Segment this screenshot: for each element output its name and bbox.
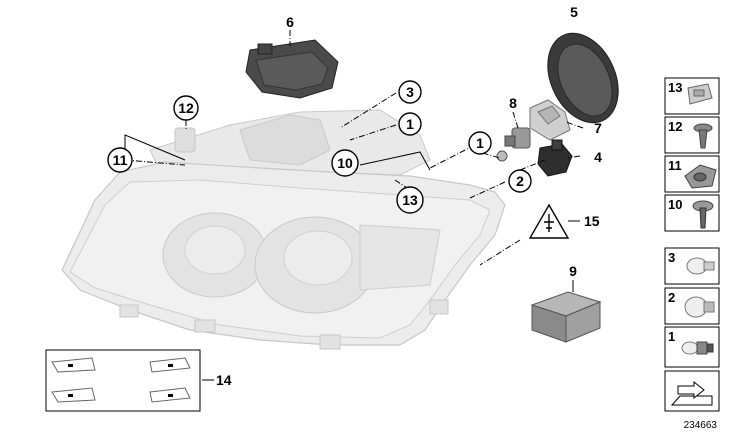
callout-15: 15 xyxy=(584,213,600,229)
indicator-bulb-icon xyxy=(684,296,715,318)
screw-washer-icon xyxy=(692,200,714,229)
svg-text:11: 11 xyxy=(113,152,128,168)
svg-text:3: 3 xyxy=(668,250,675,265)
box-part-9[interactable] xyxy=(530,291,602,343)
callout-13: 13 xyxy=(396,186,424,214)
callout-14: 14 xyxy=(216,372,232,388)
svg-text:6: 6 xyxy=(286,14,294,30)
svg-text:7: 7 xyxy=(594,120,602,136)
bracket-part-7[interactable] xyxy=(529,99,571,141)
headlight-assembly xyxy=(61,109,506,350)
clip-nut-icon xyxy=(687,83,713,105)
round-cover-part-5[interactable] xyxy=(534,22,632,134)
legend-row-13: 13 xyxy=(664,77,720,115)
legend-row-11: 11 xyxy=(664,155,720,193)
arrow-plate-icon xyxy=(670,380,713,406)
callout-3: 3 xyxy=(398,80,422,104)
svg-text:13: 13 xyxy=(668,80,682,95)
svg-text:4: 4 xyxy=(594,149,602,165)
h7-bulb-icon xyxy=(681,341,714,355)
svg-text:9: 9 xyxy=(569,263,577,279)
legend-row-1: 1 xyxy=(664,326,720,368)
svg-text:1: 1 xyxy=(476,135,484,151)
svg-text:1: 1 xyxy=(668,329,675,344)
adjuster-clip-icon xyxy=(684,164,717,189)
cover-cap-part-6[interactable] xyxy=(245,39,339,99)
callout-5: 5 xyxy=(570,4,578,20)
svg-text:11: 11 xyxy=(668,158,682,173)
legend-row-3: 3 xyxy=(664,247,720,285)
svg-text:8: 8 xyxy=(509,95,517,111)
socket-part-8[interactable] xyxy=(496,127,531,162)
expanding-rivet-icon xyxy=(693,123,713,149)
legend-row-10: 10 xyxy=(664,194,720,232)
svg-text:3: 3 xyxy=(406,84,414,100)
callout-9: 9 xyxy=(569,263,577,279)
lamp-variants-frame xyxy=(45,349,201,412)
svg-text:10: 10 xyxy=(668,197,682,212)
callout-6: 6 xyxy=(286,14,294,30)
callout-7: 7 xyxy=(594,120,602,136)
lamp-variant-bottom-left xyxy=(51,387,96,403)
lamp-variant-top-left xyxy=(51,357,96,373)
reference-number: 234663 xyxy=(684,420,718,431)
warning-triangle-icon xyxy=(528,203,570,239)
svg-text:10: 10 xyxy=(337,155,353,171)
wedge-bulb-icon xyxy=(686,257,715,275)
callout-1-upper: 1 xyxy=(398,112,422,136)
lamp-variant-bottom-right xyxy=(149,387,191,403)
svg-text:12: 12 xyxy=(668,119,682,134)
callout-1-lower: 1 xyxy=(468,131,492,155)
callout-12: 12 xyxy=(173,95,199,121)
bulb-socket-part-4[interactable] xyxy=(537,139,573,177)
svg-text:13: 13 xyxy=(402,192,418,208)
svg-text:2: 2 xyxy=(668,290,675,305)
svg-text:5: 5 xyxy=(570,4,578,20)
callout-8: 8 xyxy=(509,95,517,111)
svg-text:2: 2 xyxy=(516,173,524,189)
svg-text:15: 15 xyxy=(584,213,600,229)
svg-text:12: 12 xyxy=(178,100,194,116)
callout-2: 2 xyxy=(508,169,532,193)
lamp-variant-top-right xyxy=(149,357,191,373)
svg-text:14: 14 xyxy=(216,372,232,388)
svg-text:1: 1 xyxy=(406,116,414,132)
callout-10: 10 xyxy=(331,149,359,177)
legend-row-12: 12 xyxy=(664,116,720,154)
legend-row-arrow xyxy=(664,370,720,412)
legend-row-2: 2 xyxy=(664,287,720,325)
parts-legend: 13 12 11 10 xyxy=(664,77,720,412)
callout-11: 11 xyxy=(107,147,133,173)
callout-4: 4 xyxy=(594,149,602,165)
